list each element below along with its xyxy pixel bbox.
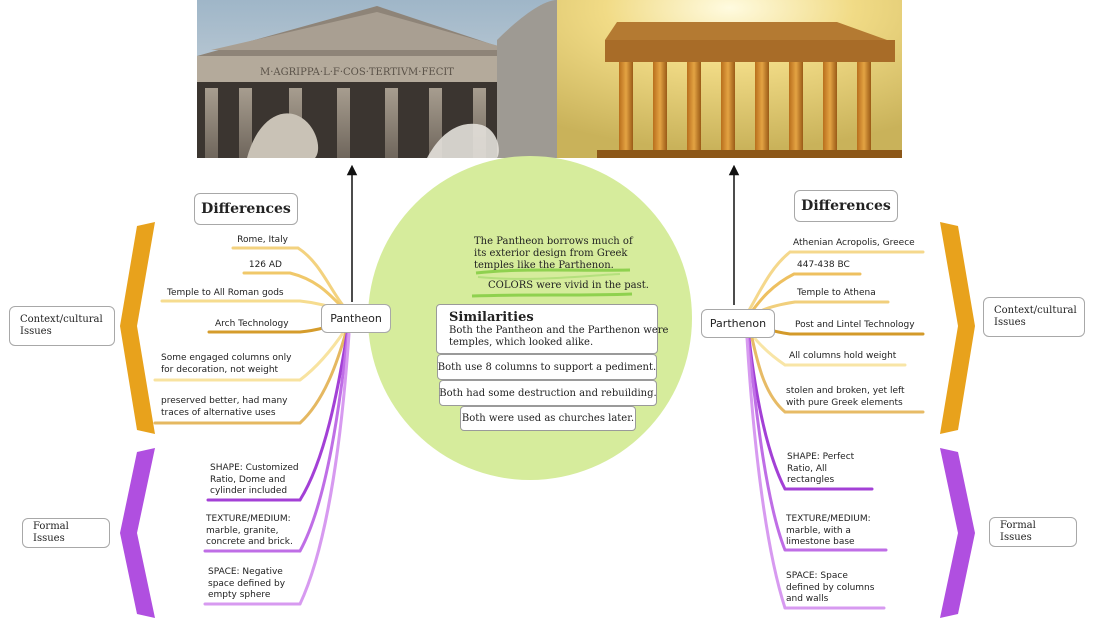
leaf-line: defined by columns — [786, 582, 875, 593]
leaf-line: cylinder included — [210, 486, 288, 496]
green-stroke-3 — [471, 292, 633, 298]
branch-roman-gods — [160, 299, 347, 314]
left-formal-item: SHAPE: Customized Ratio, Dome and cylind… — [210, 463, 299, 498]
branch-texture-r — [746, 336, 888, 552]
left-formal-item: SPACE: Negative space defined by empty s… — [208, 567, 285, 602]
right-context-item: Post and Lintel Technology — [795, 320, 915, 330]
leaf-line: SHAPE: Perfect — [787, 452, 855, 462]
right-context-item: All columns hold weight — [789, 351, 897, 361]
similarity-item: Both had some destruction and rebuilding… — [439, 380, 657, 406]
leaf-line: and walls — [786, 594, 829, 604]
right-formal-item: SPACE: Space defined by columns and wall… — [786, 571, 874, 606]
leaf-line: SHAPE: Customized — [210, 463, 299, 473]
right-formal-item: SHAPE: Perfect Ratio, All rectangles — [787, 452, 854, 487]
note-line: The Pantheon borrows much of — [474, 236, 633, 247]
right-context-item: Temple to Athena — [797, 288, 876, 298]
right-context-item: Athenian Acropolis, Greece — [793, 238, 915, 248]
leaf-line: TEXTURE/MEDIUM: — [786, 514, 871, 524]
parthenon-node[interactable]: Parthenon — [701, 309, 775, 338]
leaf-line: space defined by — [208, 578, 286, 589]
leaf-line: marble, granite, — [206, 525, 279, 536]
leaf-line: SPACE: Space — [786, 571, 848, 581]
right-context-item: stolen and broken, yet left with pure Gr… — [786, 386, 905, 409]
pantheon-inscription: M·AGRIPPA·L·F·COS·TERTIVM·FECIT — [260, 67, 454, 78]
right-formal-label: Formal Issues — [989, 517, 1077, 547]
branch-acropolis — [746, 250, 925, 314]
right-differences-header: Differences — [794, 190, 898, 222]
leaf-line: TEXTURE/MEDIUM: — [206, 514, 291, 524]
left-context-item: Temple to All Roman gods — [167, 288, 284, 298]
leaf-line: preserved better, had many — [161, 396, 288, 406]
branch-rome — [231, 246, 347, 310]
leaf-line: concrete and brick. — [206, 537, 293, 547]
left-context-item: Rome, Italy — [237, 235, 288, 245]
left-formal-item: TEXTURE/MEDIUM: marble, granite, concret… — [206, 514, 293, 549]
similarities-first-line: Both the Pantheon and the Parthenon were — [449, 325, 669, 336]
parthenon-photo — [557, 0, 902, 158]
leaf-line: marble, with a — [786, 525, 851, 536]
left-context-item: Arch Technology — [215, 319, 289, 329]
branch-stolen — [750, 336, 925, 414]
leaf-line: SPACE: Negative — [208, 567, 283, 577]
leaf-line: Ratio, All — [787, 463, 827, 474]
leaf-line: Ratio, Dome and — [210, 474, 286, 485]
leaf-line: limestone base — [786, 537, 855, 547]
branch-texture-l — [203, 332, 350, 553]
leaf-line: rectangles — [787, 475, 835, 485]
leaf-line: with pure Greek elements — [786, 397, 903, 408]
similarity-item: Both use 8 columns to support a pediment… — [437, 354, 657, 380]
left-context-item: Some engaged columns only for decoration… — [161, 353, 291, 376]
note-line: temples like the Parthenon. — [474, 260, 614, 271]
pantheon-node[interactable]: Pantheon — [321, 304, 391, 333]
right-context-label: Context/cultural Issues — [983, 297, 1085, 337]
leaf-line: empty sphere — [208, 590, 271, 600]
left-context-item: 126 AD — [248, 260, 282, 270]
similarity-item: Both were used as churches later. — [460, 406, 636, 431]
green-stroke-1 — [475, 268, 631, 275]
similarities-title: Similarities — [449, 310, 534, 325]
right-context-bracket — [940, 222, 975, 434]
right-formal-item: TEXTURE/MEDIUM: marble, with a limestone… — [786, 514, 871, 549]
leaf-line: Some engaged columns only — [161, 353, 292, 363]
right-formal-bracket — [940, 448, 975, 618]
branch-shape-l — [206, 332, 349, 502]
leaf-line: for decoration, not weight — [161, 364, 279, 375]
pantheon-photo: M·AGRIPPA·L·F·COS·TERTIVM·FECIT — [197, 0, 557, 158]
pantheon-borrows-note: The Pantheon borrows much of its exterio… — [474, 236, 633, 272]
left-context-item: preserved better, had many traces of alt… — [161, 396, 288, 419]
similarities-box: Similarities Both the Pantheon and the P… — [436, 304, 669, 354]
left-context-bracket — [120, 222, 155, 434]
similarities-first-line: temples, which looked alike. — [449, 337, 594, 348]
left-formal-bracket — [120, 448, 155, 618]
left-context-label: Context/cultural Issues — [9, 306, 115, 346]
leaf-line: traces of alternative uses — [161, 407, 276, 418]
green-stroke-2 — [477, 273, 621, 280]
left-differences-header: Differences — [194, 193, 298, 225]
branch-engaged — [153, 328, 347, 382]
branch-space-r — [745, 336, 886, 610]
branch-space-l — [203, 332, 351, 606]
left-formal-label: Formal Issues — [22, 518, 110, 548]
leaf-line: stolen and broken, yet left — [786, 386, 905, 396]
note-line: its exterior design from Greek — [474, 248, 628, 259]
right-context-item: 447-438 BC — [797, 260, 850, 270]
colors-note: COLORS were vivid in the past. — [488, 280, 649, 291]
branch-preserved — [153, 330, 348, 425]
